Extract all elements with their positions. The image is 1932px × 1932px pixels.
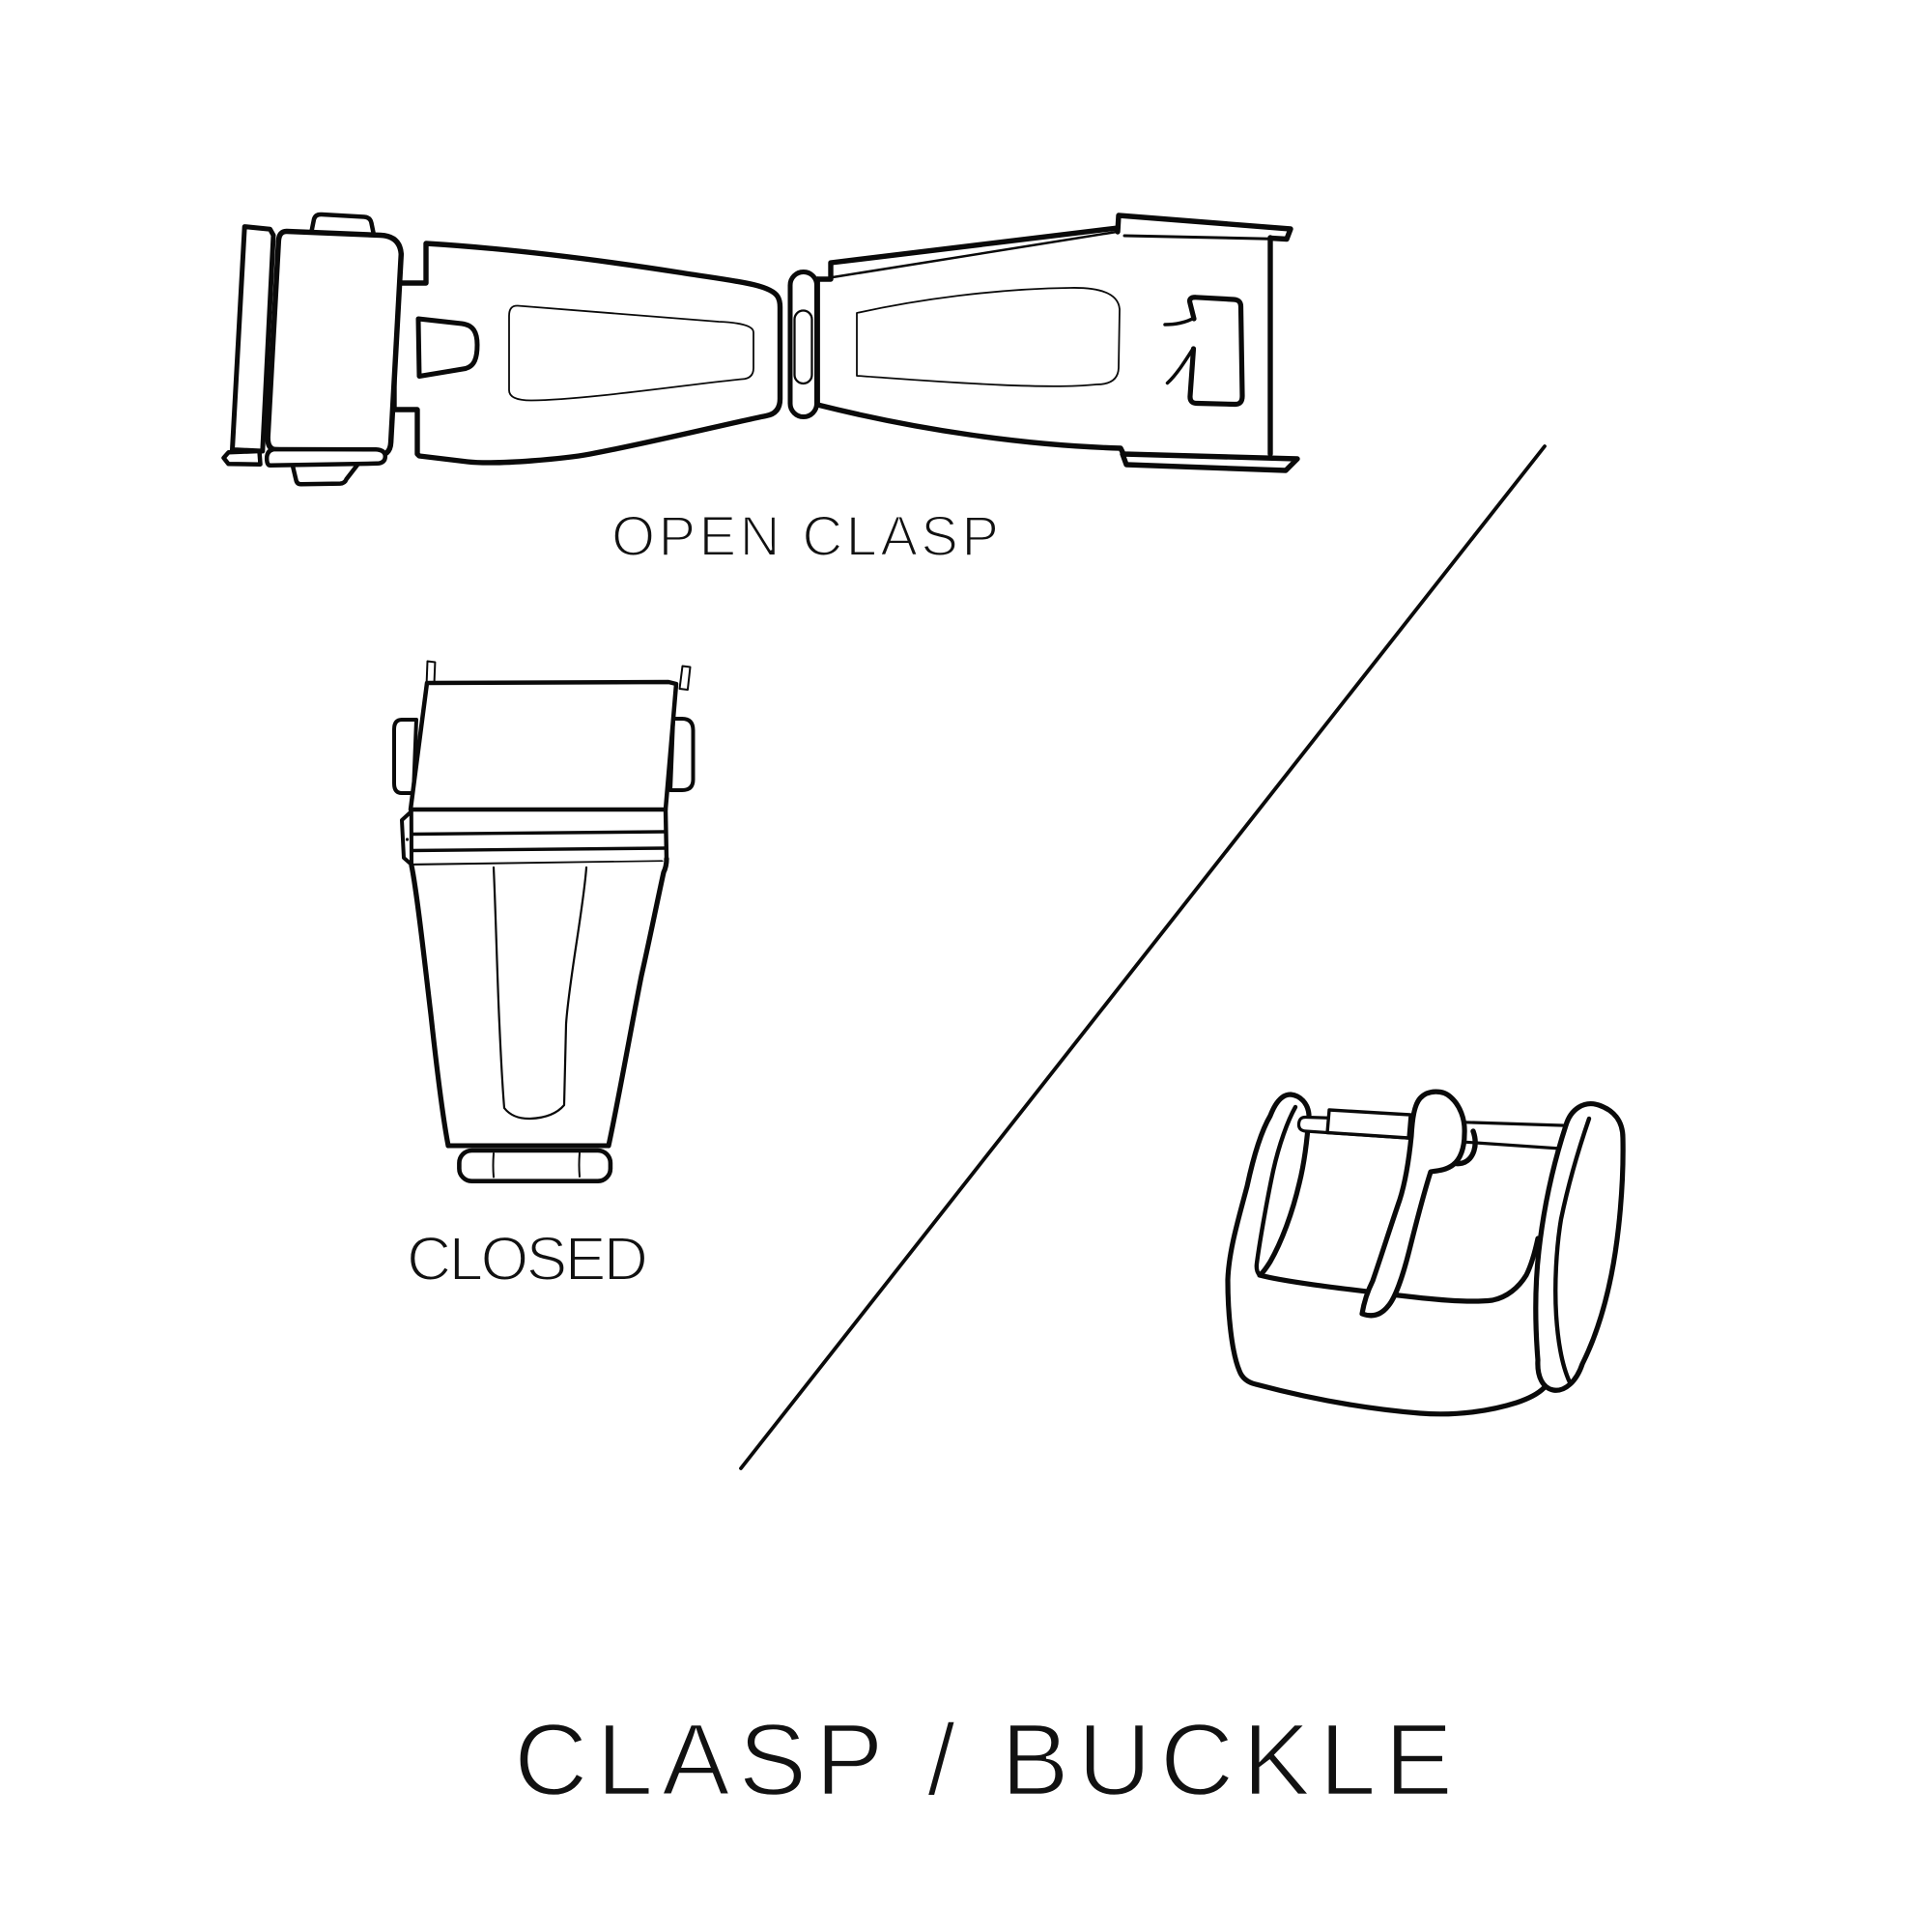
svg-text:OPEN CLASP: OPEN CLASP <box>611 505 999 568</box>
svg-text:CLOSED: CLOSED <box>407 1224 648 1293</box>
svg-text:CLASP / BUCKLE: CLASP / BUCKLE <box>514 1703 1453 1817</box>
